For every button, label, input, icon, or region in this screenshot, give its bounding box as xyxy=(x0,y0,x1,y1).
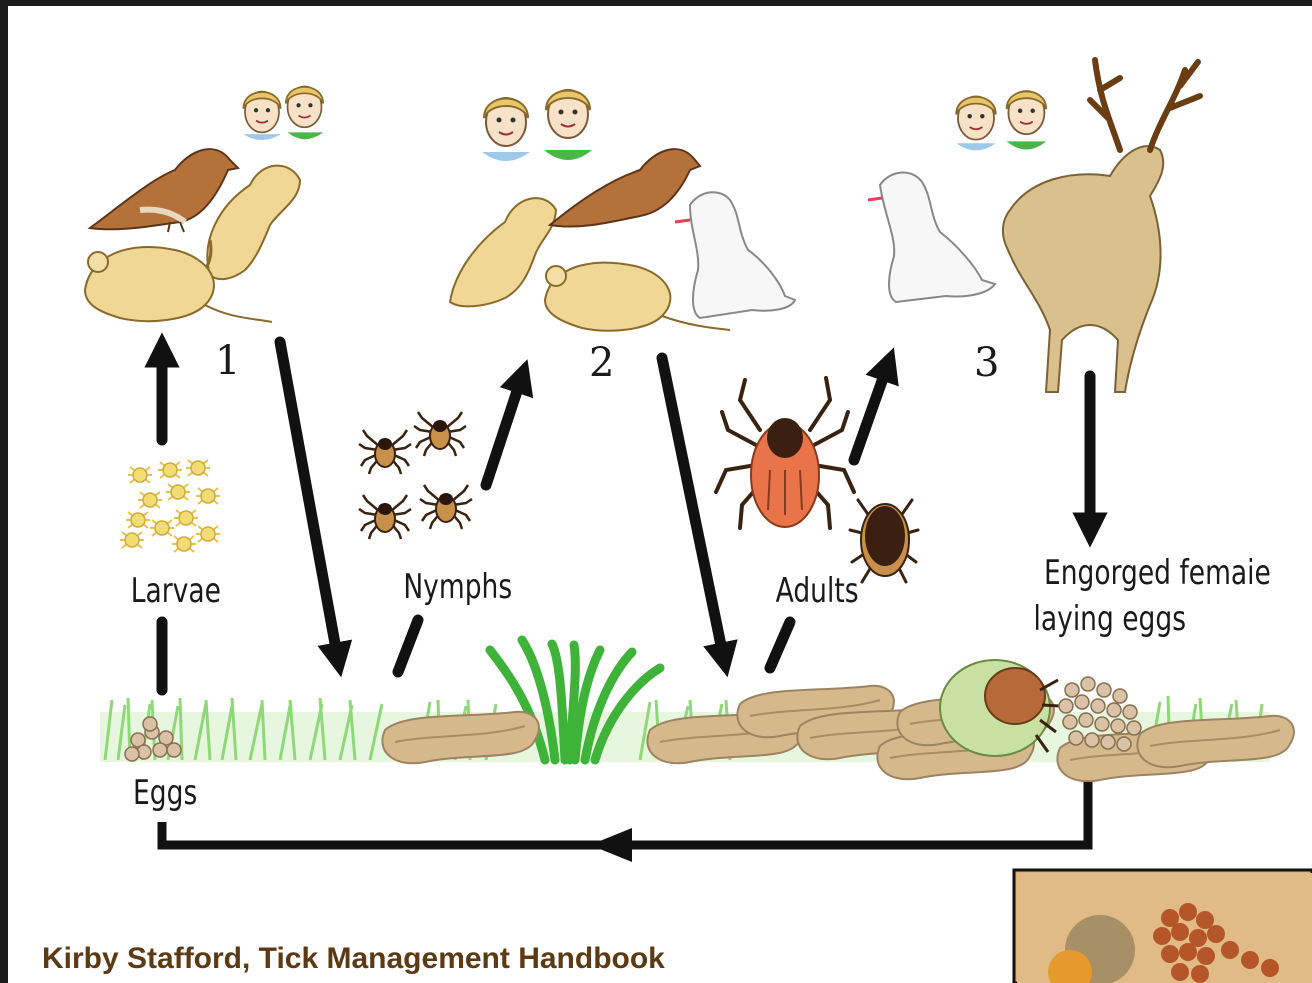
label-engorged-line2: laying eggs xyxy=(1034,600,1187,639)
stage-number-3: 3 xyxy=(974,340,999,386)
label-adults: Adults xyxy=(776,572,859,611)
label-eggs: Eggs xyxy=(133,774,197,813)
photo-inset xyxy=(1014,870,1312,983)
label-engorged-line1: Engorged femaie xyxy=(1044,554,1271,593)
stage-number-1: 1 xyxy=(215,338,240,384)
credit-caption: Kirby Stafford, Tick Management Handbook xyxy=(42,942,665,975)
label-nymphs: Nymphs xyxy=(403,568,512,607)
label-larvae: Larvae xyxy=(131,572,221,611)
stage-number-2: 2 xyxy=(589,340,614,386)
